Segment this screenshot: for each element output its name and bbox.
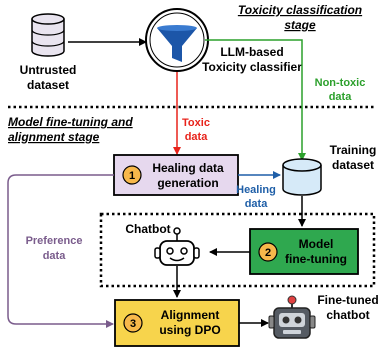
arrow-non-toxic xyxy=(205,39,306,161)
finetuned-chatbot-label-line2: chatbot xyxy=(326,308,369,322)
fine-tuning-line1: Model xyxy=(299,237,334,251)
finetuned-chatbot-label-line1: Fine-tuned xyxy=(317,293,378,307)
healing-data-label-line1: Healing xyxy=(236,184,276,196)
non-toxic-label-line2: data xyxy=(329,91,353,103)
stage2-title-line2: alignment stage xyxy=(8,130,100,144)
step-2-number: 2 xyxy=(265,247,271,259)
stage2-title-line1: Model fine-tuning and xyxy=(8,115,133,129)
step-1-number: 1 xyxy=(129,170,135,182)
preference-data-label-line2: data xyxy=(43,250,67,262)
classifier-label-line2: Toxicity classifier xyxy=(202,60,302,74)
toxic-label-line2: data xyxy=(185,131,209,143)
healing-generation-line2: generation xyxy=(157,176,218,190)
healing-generation-line1: Healing data xyxy=(152,161,224,175)
classifier-label-line1: LLM-based xyxy=(220,45,283,59)
toxic-label-line1: Toxic xyxy=(182,117,210,129)
step-3-number: 3 xyxy=(130,318,136,330)
untrusted-dataset-label-line1: Untrusted xyxy=(20,63,77,77)
healing-data-label-line2: data xyxy=(245,198,269,210)
healing-generation-box: 1 Healing data generation xyxy=(113,154,239,196)
arrow-preference-data xyxy=(7,174,114,328)
chatbot-label: Chatbot xyxy=(125,222,170,236)
fine-tuning-box: 2 Model fine-tuning xyxy=(249,228,359,275)
alignment-line1: Alignment xyxy=(161,308,220,322)
alignment-box: 3 Alignment using DPO xyxy=(114,299,240,347)
fine-tuning-line2: fine-tuning xyxy=(285,252,347,266)
untrusted-dataset-icon xyxy=(31,13,65,57)
training-dataset-label-line1: Training xyxy=(330,143,377,157)
non-toxic-label-line1: Non-toxic xyxy=(315,77,366,89)
stage1-title-line1: Toxicity classification xyxy=(238,3,362,17)
alignment-line2: using DPO xyxy=(159,323,220,337)
training-dataset-label-line2: dataset xyxy=(332,158,374,172)
chatbot-robot-icon xyxy=(154,227,200,266)
training-dataset-icon xyxy=(282,158,322,196)
finetune-region xyxy=(99,212,376,288)
stage1-title-line2: stage xyxy=(284,18,316,32)
filter-funnel-icon xyxy=(145,8,209,72)
untrusted-dataset-label-line2: dataset xyxy=(27,78,69,92)
preference-data-label-line1: Preference xyxy=(26,235,83,247)
finetuned-robot-icon xyxy=(268,295,316,339)
